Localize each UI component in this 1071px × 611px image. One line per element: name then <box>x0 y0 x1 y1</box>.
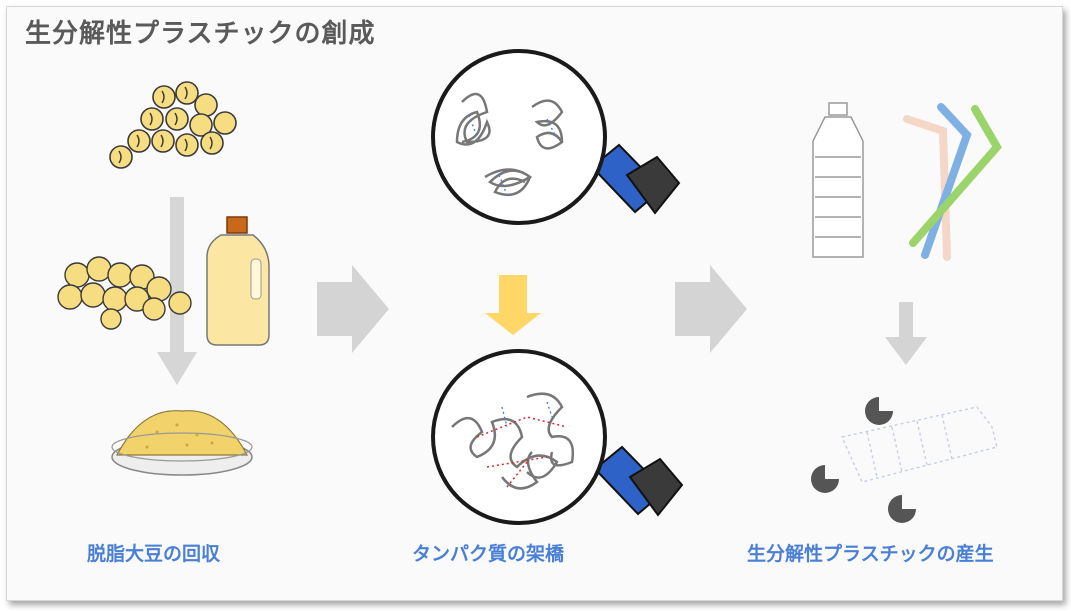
down-arrow-right-icon <box>885 302 927 365</box>
caption-plastic: 生分解性プラスチックの産生 <box>747 543 994 565</box>
straws-icon <box>903 103 1002 261</box>
magnifier-proteins-icon <box>431 49 681 225</box>
oil-bottle-icon <box>206 216 270 346</box>
down-arrow-gray-icon <box>157 197 197 385</box>
magnifier-crosslinked-icon <box>431 349 684 525</box>
right-arrow-1-icon <box>317 265 389 353</box>
slide-title: 生分解性プラスチックの創成 <box>25 19 376 49</box>
right-arrow-2-icon <box>675 265 747 353</box>
petri-dish-icon <box>111 410 253 476</box>
slide: 生分解性プラスチックの創成 <box>6 6 1063 601</box>
microbe-icon <box>811 397 916 523</box>
plastic-bottle-icon <box>812 102 864 258</box>
caption-protein: タンパク質の架橋 <box>412 543 565 565</box>
soybeans-icon <box>109 81 237 169</box>
diagram-art <box>57 49 1002 525</box>
soy-flakes-icon <box>57 256 192 330</box>
down-arrow-yellow-icon <box>485 275 541 335</box>
caption-soy: 脱脂大豆の回収 <box>87 543 221 565</box>
degrading-bottle-icon <box>841 406 998 483</box>
